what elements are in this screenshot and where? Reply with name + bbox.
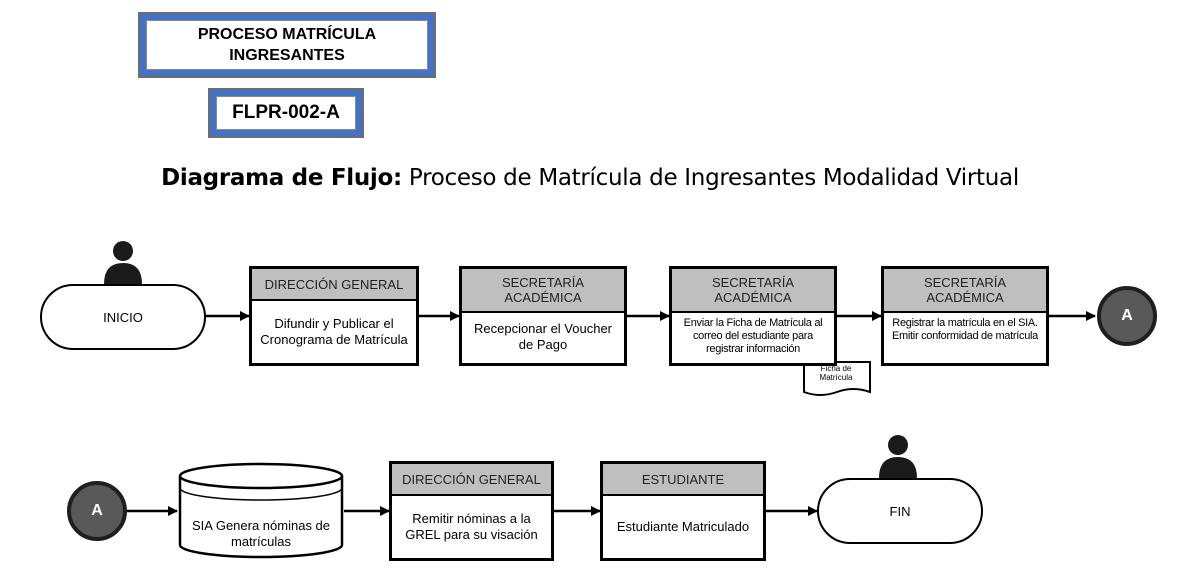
step-2-role-line2: ACADÉMICA xyxy=(504,290,582,305)
person-icon-start xyxy=(104,241,142,284)
diagram-title-rest: Proceso de Matrícula de Ingresantes Moda… xyxy=(401,165,1019,191)
offpage-connector-a-in: A xyxy=(67,481,127,541)
step-1-text: Difundir y Publicar el Cronograma de Mat… xyxy=(260,316,408,347)
step-5-header: DIRECCIÓN GENERAL xyxy=(392,464,551,496)
document-label: Ficha de Matrícula xyxy=(805,364,867,382)
step-4-body: Registrar la matrícula en el SIA. Emitir… xyxy=(884,313,1046,363)
process-step-1: DIRECCIÓN GENERAL Difundir y Publicar el… xyxy=(249,266,419,366)
document-shape xyxy=(803,361,871,396)
step-6-role: ESTUDIANTE xyxy=(641,471,725,487)
start-terminal: INICIO xyxy=(40,284,206,350)
database-label: SIA Genera nóminas de matrículas xyxy=(184,518,338,550)
step-4-header: SECRETARÍA ACADÉMICA xyxy=(884,269,1046,313)
step-5-body: Remitir nóminas a la GREL para su visaci… xyxy=(392,496,551,558)
process-code-box: FLPR-002-A xyxy=(208,88,364,138)
process-step-5: DIRECCIÓN GENERAL Remitir nóminas a la G… xyxy=(389,461,554,561)
step-2-text: Recepcionar el Voucher de Pago xyxy=(473,321,613,352)
step-1-body: Difundir y Publicar el Cronograma de Mat… xyxy=(252,301,416,363)
connector-a-in-label: A xyxy=(91,502,103,519)
step-4-role-line2: ACADÉMICA xyxy=(926,290,1004,305)
document-label-line1: Ficha de xyxy=(820,364,852,373)
step-3-text: Enviar la Ficha de Matrícula al correo d… xyxy=(683,317,823,355)
step-4-role-line1: SECRETARÍA xyxy=(923,275,1007,290)
end-label: FIN xyxy=(889,503,911,519)
step-6-text: Estudiante Matriculado xyxy=(616,519,750,534)
process-title-box: PROCESO MATRÍCULA INGRESANTES xyxy=(138,12,436,78)
step-6-header: ESTUDIANTE xyxy=(603,464,763,496)
step-6-body: Estudiante Matriculado xyxy=(603,496,763,558)
step-2-body: Recepcionar el Voucher de Pago xyxy=(462,313,624,363)
step-4-text: Registrar la matrícula en el SIA. Emitir… xyxy=(892,317,1038,342)
step-1-role: DIRECCIÓN GENERAL xyxy=(264,276,404,292)
process-step-3: SECRETARÍA ACADÉMICA Enviar la Ficha de … xyxy=(669,266,837,366)
step-3-body: Enviar la Ficha de Matrícula al correo d… xyxy=(672,313,834,363)
document-label-line2: Matrícula xyxy=(819,373,853,382)
connector-a-out-label: A xyxy=(1121,307,1133,324)
step-3-role-line2: ACADÉMICA xyxy=(714,290,792,305)
step-1-header: DIRECCIÓN GENERAL xyxy=(252,269,416,301)
step-3-role-line1: SECRETARÍA xyxy=(711,275,795,290)
process-title-line1: PROCESO MATRÍCULA xyxy=(197,26,377,43)
step-3-header: SECRETARÍA ACADÉMICA xyxy=(672,269,834,313)
process-step-4: SECRETARÍA ACADÉMICA Registrar la matríc… xyxy=(881,266,1049,366)
process-title-line2: INGRESANTES xyxy=(229,47,345,64)
process-step-2: SECRETARÍA ACADÉMICA Recepcionar el Vouc… xyxy=(459,266,627,366)
step-2-header: SECRETARÍA ACADÉMICA xyxy=(462,269,624,313)
diagram-title: Diagrama de Flujo: Proceso de Matrícula … xyxy=(0,165,1180,191)
database-cylinder-shape xyxy=(178,462,344,559)
diagram-title-bold: Diagrama de Flujo: xyxy=(161,165,402,191)
person-icon-end xyxy=(879,435,917,478)
step-5-text: Remitir nóminas a la GREL para su visaci… xyxy=(405,511,538,542)
process-code: FLPR-002-A xyxy=(232,102,340,123)
step-5-role: DIRECCIÓN GENERAL xyxy=(402,471,541,487)
process-step-6: ESTUDIANTE Estudiante Matriculado xyxy=(600,461,766,561)
database-text: SIA Genera nóminas de matrículas xyxy=(191,518,331,549)
end-terminal: FIN xyxy=(817,478,983,544)
step-2-role-line1: SECRETARÍA xyxy=(501,275,585,290)
offpage-connector-a-out: A xyxy=(1097,286,1157,346)
start-label: INICIO xyxy=(103,309,143,325)
